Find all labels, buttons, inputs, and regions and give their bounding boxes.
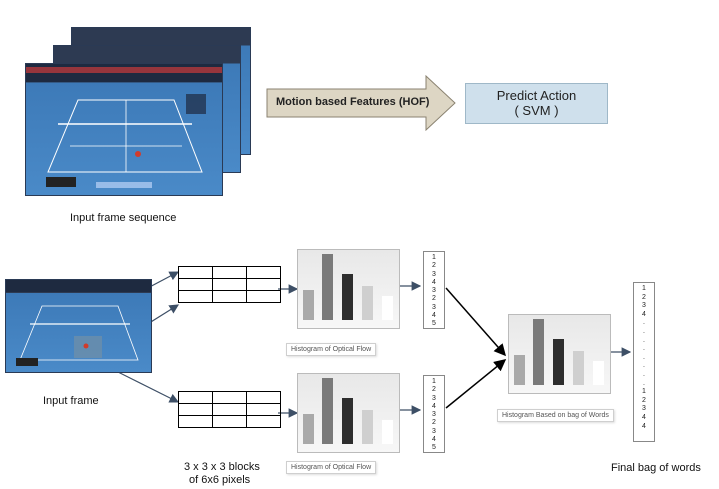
blocks-label-line2: of 6x6 pixels: [189, 474, 251, 486]
vector-entry: 1: [432, 378, 436, 385]
vector-entry: 4: [642, 422, 646, 430]
vector-entry: .: [643, 362, 645, 370]
vector-entry: 2: [432, 419, 436, 427]
vector-entry: 4: [432, 312, 436, 320]
vector-entry: .: [643, 336, 645, 344]
vector-entry: .: [643, 353, 645, 361]
blocks-label-line1: 3 x 3 x 3 blocks: [184, 461, 260, 473]
vector-entry: 3: [432, 411, 436, 419]
vector-entry: 4: [642, 310, 646, 318]
bag-histogram-caption: Histogram Based on bag of Words: [497, 409, 614, 422]
vector-entry: 4: [432, 436, 436, 444]
vector-entry: 4: [432, 402, 436, 410]
predict-action-box: Predict Action ( SVM ): [465, 83, 608, 124]
vector-entry: 4: [432, 278, 436, 286]
vector-entry: 3: [432, 270, 436, 278]
optical-flow-histogram-2: [297, 373, 400, 453]
histogram-bar: [322, 378, 333, 444]
vector-entry: 1: [432, 254, 436, 261]
vector-entry: 3: [432, 303, 436, 311]
vector-entry: 2: [432, 295, 436, 303]
vector-entry: 2: [642, 293, 646, 301]
histogram-caption-1: Histogram of Optical Flow: [286, 343, 377, 356]
input-frame-label: Input frame: [43, 395, 99, 407]
histogram-bar: [362, 410, 373, 444]
predict-subtitle: ( SVM ): [514, 103, 559, 118]
histogram-bar: [514, 355, 525, 385]
histogram-bar: [553, 339, 564, 385]
vector-entry: 3: [432, 427, 436, 435]
histogram-bar: [342, 274, 353, 320]
histogram-bar: [533, 319, 544, 385]
predict-title: Predict Action: [496, 88, 577, 103]
vector-entry: 5: [432, 320, 436, 328]
final-bag-label: Final bag of words: [611, 462, 701, 474]
vector-entry: .: [643, 370, 645, 378]
vector-entry: 3: [642, 302, 646, 310]
vector-entry: 1: [642, 285, 646, 292]
vector-entry: .: [643, 379, 645, 387]
block-grid-1: [178, 266, 281, 303]
vector-entry: 2: [642, 396, 646, 404]
vector-entry: 2: [432, 262, 436, 270]
histogram-bar: [342, 398, 353, 444]
histogram-bar: [593, 361, 604, 385]
vector-entry: 3: [432, 287, 436, 295]
histogram-bar: [382, 296, 393, 320]
histogram-bar: [362, 286, 373, 320]
histogram-bar: [382, 420, 393, 444]
histogram-caption-2: Histogram of Optical Flow: [286, 461, 377, 474]
vector-entry: 3: [432, 394, 436, 402]
optical-flow-histogram-1: [297, 249, 400, 329]
input-frame-image: [5, 279, 152, 373]
vector-entry: 3: [642, 405, 646, 413]
histogram-bar: [303, 290, 314, 320]
vector-entry: .: [643, 345, 645, 353]
histogram-bar: [303, 414, 314, 444]
vector-entry: .: [643, 319, 645, 327]
bag-of-words-histogram: [508, 314, 611, 394]
histogram-bar: [322, 254, 333, 320]
vector-entry: 1: [642, 388, 646, 396]
input-sequence-label: Input frame sequence: [70, 212, 177, 224]
vector-entry: 5: [432, 444, 436, 452]
vector-entry: 4: [642, 413, 646, 421]
features-arrow: [266, 75, 456, 131]
block-grid-2: [178, 391, 281, 428]
features-label: Motion based Features (HOF): [276, 96, 430, 108]
video-frame-front: [25, 63, 223, 196]
vector-entry: .: [643, 327, 645, 335]
vector-entry: 2: [432, 386, 436, 394]
histogram-bar: [573, 351, 584, 385]
